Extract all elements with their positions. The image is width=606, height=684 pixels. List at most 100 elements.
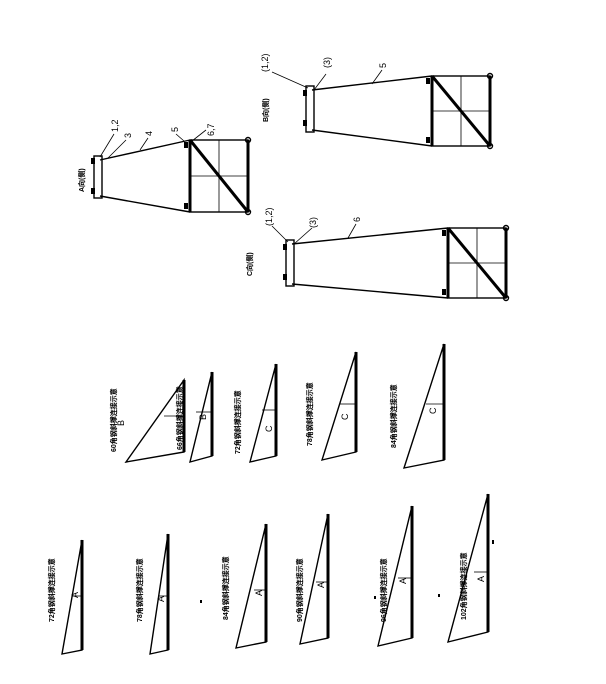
elevation-caption: C向(侧) — [245, 252, 254, 276]
bolt — [283, 274, 287, 280]
detail-mark: A — [156, 596, 166, 602]
leader-line — [107, 139, 127, 159]
detail-caption: 78角钢斜撑连接示意 — [305, 382, 314, 446]
detail-mark: A — [398, 578, 408, 584]
brace-triangle — [299, 513, 329, 645]
bolt — [91, 158, 95, 164]
callout-label: (1,2) — [260, 53, 270, 72]
bolt — [184, 142, 188, 148]
leader-line — [293, 227, 313, 245]
detail-caption: 90角钢斜撑连接示意 — [295, 558, 304, 622]
leader-line — [139, 137, 149, 151]
leader-line — [313, 73, 327, 91]
leader-line — [347, 223, 357, 239]
callout-label: 3 — [123, 133, 133, 138]
joint-node — [502, 224, 510, 232]
brace-triangle — [447, 493, 489, 643]
detail-caption: 60角钢斜撑连接示意 — [109, 388, 118, 452]
detail-mark: A — [70, 592, 80, 598]
bolt — [426, 137, 430, 143]
callout-label: (3) — [308, 217, 318, 228]
bottom-row-details: 72角钢斜撑连接示意 A 78角钢斜撑连接示意 A 84角钢斜撑连接示意 A 9… — [47, 493, 494, 655]
tapered-leg — [99, 195, 191, 213]
callout-label: 5 — [170, 127, 180, 132]
joint-node — [486, 142, 494, 150]
brace-triangle — [124, 377, 185, 463]
detail-caption: 96角钢斜撑连接示意 — [379, 558, 388, 622]
callout-label: 6 — [352, 217, 362, 222]
brace-detail: 72角钢斜撑连接示意 A — [47, 539, 84, 655]
tapered-leg — [311, 129, 433, 147]
tapered-leg — [291, 283, 449, 299]
leader-line — [271, 71, 309, 89]
leader-line — [175, 133, 185, 142]
joint-node — [502, 294, 510, 302]
leader-line — [191, 129, 207, 142]
stray-mark — [200, 600, 202, 603]
callout-label: (3) — [322, 57, 332, 68]
bolt — [283, 244, 287, 250]
elevation-a: 1,2 3 4 5 6,7 A向(侧) — [77, 119, 252, 216]
leader-line — [271, 225, 289, 243]
detail-caption: 78角钢斜撑连接示意 — [135, 558, 144, 622]
brace-detail: 78角钢斜撑连接示意 C — [305, 351, 358, 461]
brace-detail: 84角钢斜撑连接示意 A — [221, 523, 268, 649]
bolt — [184, 203, 188, 209]
bolt — [442, 230, 446, 236]
tapered-leg — [99, 139, 191, 161]
stray-mark — [438, 594, 440, 597]
brace-detail: 84角钢斜撑连接示意 C — [389, 343, 446, 469]
elevation-c: (1,2) (3) 6 C向(侧) — [245, 207, 510, 302]
detail-caption: 72角钢斜撑连接示意 — [233, 390, 242, 454]
detail-mark: C — [428, 407, 438, 414]
detail-mark: B — [198, 414, 208, 420]
detail-mark: A — [316, 582, 326, 588]
callout-label: 6,7 — [206, 123, 216, 136]
brace-triangle — [402, 343, 445, 469]
detail-mark: C — [340, 413, 350, 420]
joint-node — [244, 208, 252, 216]
head-plate — [93, 155, 103, 199]
bolt — [426, 78, 430, 84]
joint-node — [486, 72, 494, 80]
brace-detail: 78角钢斜撑连接示意 A — [135, 533, 202, 655]
brace-triangle — [149, 533, 169, 655]
brace-detail: 90角钢斜撑连接示意 A — [295, 513, 330, 645]
detail-caption: 102角钢斜撑连接示意 — [459, 552, 468, 620]
elevation-b: (1,2) (3) 5 B向(侧) — [260, 53, 494, 150]
stray-mark — [374, 596, 376, 599]
bolt — [91, 188, 95, 194]
bolt — [303, 90, 307, 96]
leader-line — [99, 133, 115, 158]
brace-detail: 72角钢斜撑连接示意 C — [233, 363, 278, 463]
callout-label: (1,2) — [264, 207, 274, 226]
leader-line — [371, 69, 383, 85]
detail-mark: A — [476, 576, 486, 582]
detail-caption: 84角钢斜撑连接示意 — [389, 384, 398, 448]
detail-caption: 84角钢斜撑连接示意 — [221, 556, 230, 620]
detail-mark: A — [254, 590, 264, 596]
brace-triangle — [235, 523, 267, 649]
detail-mark: B — [116, 420, 126, 426]
bolt — [442, 289, 446, 295]
brace-triangle — [249, 363, 277, 463]
tapered-leg — [291, 227, 449, 245]
brace-detail: 60角钢斜撑连接示意 B — [109, 377, 186, 463]
callout-label: 5 — [378, 63, 388, 68]
elevation-caption: A向(侧) — [77, 168, 86, 192]
brace-triangle — [320, 351, 357, 461]
brace-detail: 102角钢斜撑连接示意 A — [447, 493, 494, 643]
head-plate — [285, 239, 295, 287]
bolt — [303, 120, 307, 126]
joint-node — [244, 136, 252, 144]
detail-caption: 72角钢斜撑连接示意 — [47, 558, 56, 622]
callout-label: 4 — [144, 131, 154, 136]
callout-label: 1,2 — [110, 119, 120, 132]
stray-mark — [492, 540, 494, 544]
detail-mark: C — [264, 425, 274, 432]
brace-detail: 66角钢斜撑连接示意 B — [175, 371, 214, 463]
tapered-leg — [311, 75, 433, 91]
middle-row-details: 60角钢斜撑连接示意 B 66角钢斜撑连接示意 B 72角钢斜撑连接示意 C 7… — [109, 343, 446, 469]
elevation-caption: B向(侧) — [261, 98, 270, 122]
